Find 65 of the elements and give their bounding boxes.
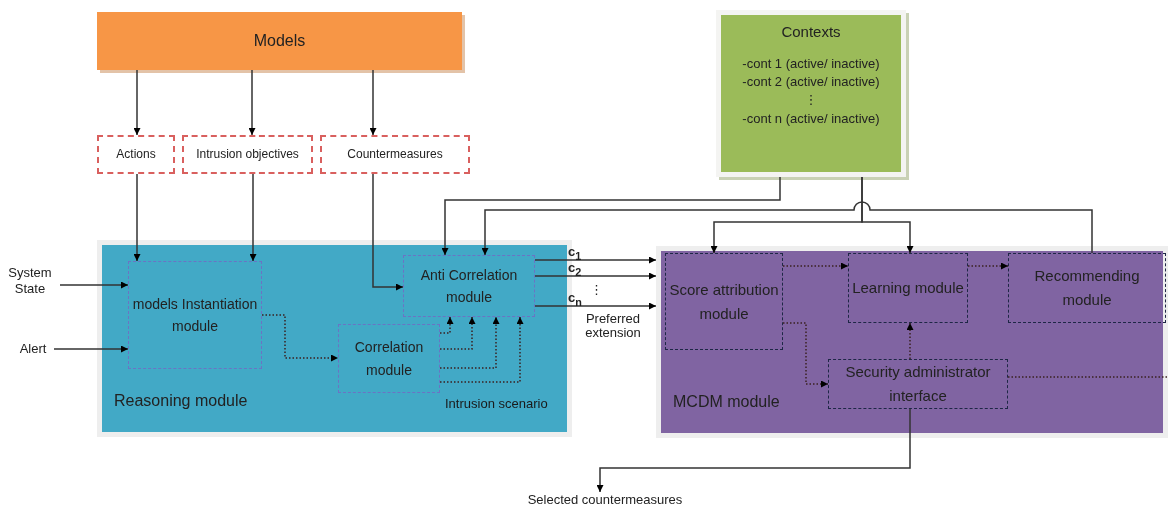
arrow	[861, 176, 914, 254]
arrow	[439, 316, 524, 383]
arrow	[782, 322, 829, 388]
arrow	[439, 316, 454, 334]
box-title: Correlation module	[353, 338, 425, 380]
arrow	[249, 173, 257, 262]
box-title: Security administrator interface	[844, 362, 992, 406]
dashed-box	[97, 135, 175, 174]
arrow	[372, 173, 404, 291]
arrow	[439, 316, 476, 350]
edge-label: c$_{2}$	[568, 261, 582, 279]
note-label: Preferred extension	[584, 312, 642, 340]
dashed-box	[338, 324, 440, 393]
context-item: -cont 2 (active/ inactive)	[742, 74, 880, 91]
arrow	[133, 173, 141, 262]
arrow	[782, 262, 849, 270]
edge-label: c$_{n}$	[568, 291, 582, 309]
arrow	[441, 176, 781, 256]
box-title: Models	[253, 31, 306, 52]
note-label: Intrusion scenario	[445, 396, 548, 411]
ellipsis-mark: ⋮	[590, 282, 603, 297]
dashed-box	[665, 253, 783, 350]
dashed-box	[403, 255, 535, 317]
context-item: -cont 1 (active/ inactive)	[742, 55, 880, 72]
dashed-box	[1008, 253, 1166, 323]
arrow	[133, 69, 141, 136]
panel-title: MCDM module	[673, 391, 780, 412]
ellipsis-mark: ⋮	[804, 92, 818, 109]
arrow	[534, 272, 657, 280]
box-title: Countermeasures	[347, 145, 443, 163]
box-title: Contexts	[781, 22, 841, 42]
output-label: Selected countermeasures	[527, 492, 683, 508]
box-title: Score attribution module	[668, 279, 780, 324]
arrow	[369, 69, 377, 136]
arrow	[534, 302, 657, 310]
box-title: models Instantiation module	[131, 294, 259, 336]
dashed-box	[848, 253, 968, 323]
edge-label: c$_{1}$	[568, 245, 582, 263]
arrow	[534, 256, 657, 264]
dashed-box	[828, 359, 1008, 409]
box-title: Actions	[116, 145, 156, 163]
dashed-box	[182, 135, 313, 174]
arrow	[59, 281, 129, 289]
panel-title: Reasoning module	[114, 390, 248, 411]
box-title: Anti Correlation module	[419, 265, 519, 307]
input-label: System State	[7, 265, 53, 297]
box-title: Learning module	[852, 278, 964, 298]
arrow	[248, 69, 256, 136]
connector-line	[1007, 376, 1168, 378]
box-title: Recommending module	[1033, 266, 1141, 310]
arrow	[906, 322, 914, 360]
module-panel	[656, 246, 1168, 438]
arrow	[596, 408, 911, 493]
arrow	[967, 262, 1009, 270]
arrow	[53, 345, 129, 353]
arrow	[439, 316, 500, 369]
arrow	[261, 314, 339, 362]
dashed-box	[320, 135, 470, 174]
input-label: Alert	[19, 341, 47, 357]
context-box	[716, 10, 906, 177]
module-box	[97, 12, 462, 70]
box-title: Intrusion objectives	[196, 145, 299, 163]
arrow	[481, 201, 1093, 256]
dashed-box	[128, 261, 262, 369]
context-item: -cont n (active/ inactive)	[742, 110, 880, 127]
